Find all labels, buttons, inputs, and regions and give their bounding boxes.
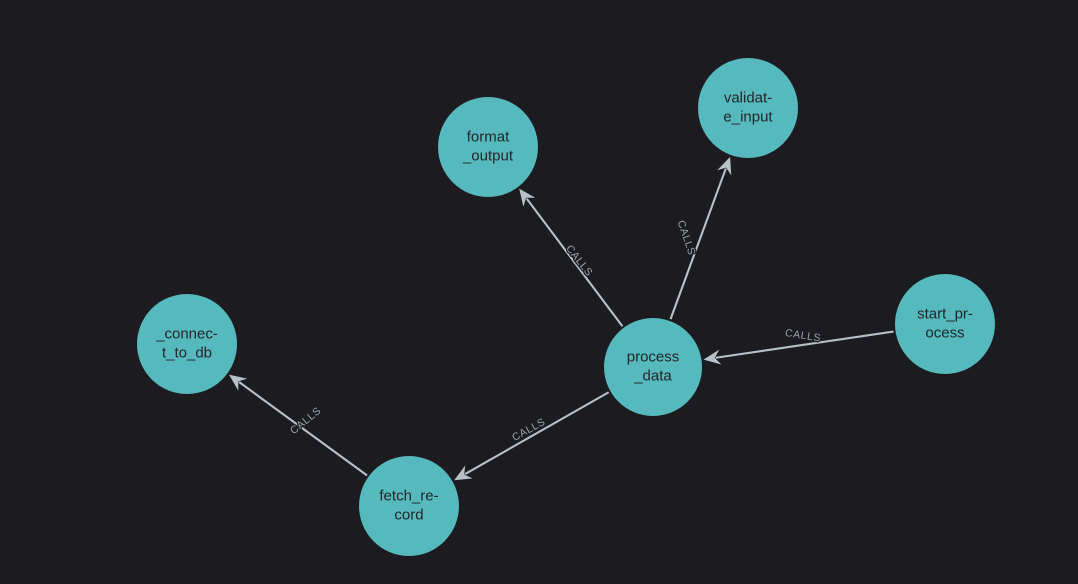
edge-label: CALLS [784, 327, 822, 345]
node-label-line: _connec- [155, 325, 218, 342]
edge-label: CALLS [675, 219, 698, 257]
edge-line[interactable] [715, 330, 894, 359]
edge-arrowhead-icon [703, 349, 722, 365]
node-label-line: ocess [925, 324, 964, 341]
node-label: _connec-t_to_db [155, 325, 218, 361]
node-label-line: process [627, 348, 680, 365]
node-circle[interactable] [895, 274, 995, 374]
node-label: process _data [627, 348, 680, 384]
edge-arrowhead-icon [229, 374, 248, 391]
graph-node-_connect_to_db[interactable]: _connec-t_to_db [137, 294, 237, 394]
graph-node-fetch_record[interactable]: fetch_re-cord [359, 456, 459, 556]
edge-arrowhead-icon [454, 465, 473, 481]
node-circle[interactable] [137, 294, 237, 394]
node-circle[interactable] [438, 97, 538, 197]
node-label-line: validat- [724, 89, 772, 106]
edge-line[interactable] [238, 381, 368, 477]
node-circle[interactable] [698, 58, 798, 158]
node-label-line: format [467, 128, 510, 145]
node-label-line: t_to_db [162, 344, 212, 361]
graph-node-start_process[interactable]: start_pr-ocess [895, 274, 995, 374]
node-label-line: _output [462, 147, 514, 164]
node-label-line: _data [633, 367, 672, 384]
graph-node-validate_input[interactable]: validat-e_input [698, 58, 798, 158]
edge-line[interactable] [464, 391, 610, 475]
edge-label: CALLS [563, 243, 595, 279]
edge-arrowhead-icon [717, 156, 732, 176]
node-circle[interactable] [359, 456, 459, 556]
edge-line[interactable] [525, 197, 624, 327]
edge-arrowhead-icon [519, 188, 536, 207]
node-circle[interactable] [604, 318, 702, 416]
node-label-line: cord [394, 506, 423, 523]
node-label-line: start_pr- [917, 305, 973, 322]
edges-layer [229, 156, 894, 481]
nodes-layer: format _output validat-e_input _connec-t_to… [137, 58, 995, 556]
graph-node-process_data[interactable]: process _data [604, 318, 702, 416]
node-label-line: e_input [723, 108, 773, 125]
graph-node-format_output[interactable]: format _output [438, 97, 538, 197]
node-label-line: fetch_re- [379, 487, 438, 504]
edge-line[interactable] [669, 168, 727, 320]
node-label: start_pr-ocess [917, 305, 973, 341]
node-label: validat-e_input [723, 89, 773, 125]
node-label: format _output [462, 128, 514, 164]
node-label: fetch_re-cord [379, 487, 438, 523]
